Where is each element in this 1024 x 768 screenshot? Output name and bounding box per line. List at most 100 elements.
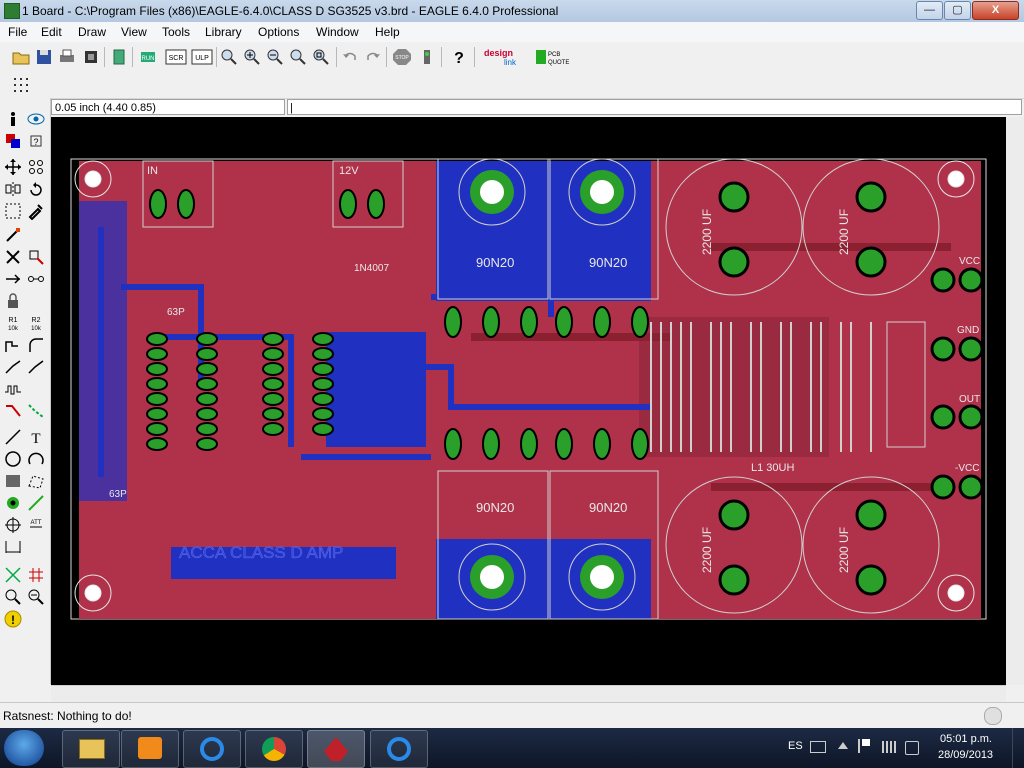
script-icon[interactable]: RUN [139,48,157,66]
taskbar-explorer-icon[interactable] [62,730,120,768]
circle-icon[interactable] [4,450,22,468]
menu-draw[interactable]: Draw [78,25,107,39]
scr-icon[interactable]: SCR [165,48,187,66]
change-icon[interactable] [27,202,45,220]
via-icon[interactable] [4,494,22,512]
wire-icon[interactable] [4,428,22,446]
show-desktop-button[interactable] [1012,728,1024,768]
info-icon[interactable] [4,110,22,128]
save-icon[interactable] [35,48,53,66]
ripup-icon[interactable] [27,402,45,420]
minimize-button[interactable]: — [916,1,943,20]
ratsnest-icon[interactable] [4,566,22,584]
stop-icon[interactable]: STOP [392,48,412,66]
pinswap-icon[interactable] [4,270,22,288]
polygon-icon[interactable] [27,472,45,490]
errors-icon[interactable]: ! [4,610,22,628]
menu-window[interactable]: Window [316,25,359,39]
status-indicator-icon[interactable] [984,707,1002,725]
text-icon[interactable]: T [27,428,45,446]
zoom-in-icon[interactable] [243,48,261,66]
horizontal-scrollbar[interactable] [51,685,1006,703]
taskbar-chrome-icon[interactable] [245,730,303,768]
group-icon[interactable] [4,202,22,220]
zoom-out-icon[interactable] [266,48,284,66]
ulp-icon[interactable]: ULP [191,48,213,66]
menu-edit[interactable]: Edit [41,25,62,39]
miter-icon[interactable] [27,336,45,354]
meander-icon[interactable] [4,380,22,398]
menu-help[interactable]: Help [375,25,400,39]
action-center-flag-icon[interactable] [858,739,870,753]
vertical-scrollbar[interactable] [1006,117,1024,685]
rect-icon[interactable] [4,472,22,490]
grid-icon[interactable] [12,76,30,94]
copy-icon[interactable] [27,158,45,176]
start-button[interactable] [4,730,44,766]
taskbar-ie-icon[interactable] [183,730,241,768]
lock-icon[interactable] [4,292,22,310]
bottom-traces [98,227,651,477]
help-icon[interactable]: ? [450,48,468,66]
zoom-fit-icon[interactable] [220,48,238,66]
board-icon[interactable] [110,48,128,66]
arc-icon[interactable] [27,450,45,468]
board-canvas[interactable]: IN 12V 1N4007 63P 63P 90N20 90N20 90N20 … [51,117,1006,685]
optimize-icon[interactable] [27,358,45,376]
zoom-redraw-icon[interactable] [289,48,307,66]
menu-file[interactable]: File [8,25,28,39]
network-icon[interactable] [882,741,896,753]
zoom-select-icon[interactable] [312,48,330,66]
signal-icon[interactable] [27,494,45,512]
route-icon[interactable] [4,402,22,420]
taskbar-eagle-icon[interactable] [307,730,365,768]
menu-options[interactable]: Options [258,25,300,39]
print-icon[interactable] [58,48,76,66]
command-input[interactable]: | [287,99,1022,115]
label-cap-1: 2200 UF [700,209,714,255]
menu-view[interactable]: View [121,25,147,39]
menu-library[interactable]: Library [205,25,242,39]
label-mosfet-1: 90N20 [476,255,514,270]
paste-icon[interactable] [4,226,22,244]
cam-icon[interactable] [82,48,100,66]
add-icon[interactable] [27,248,45,266]
eagle-app-icon[interactable] [4,3,20,19]
gateswap-icon[interactable] [27,270,45,288]
keyboard-icon[interactable] [810,741,826,753]
redo-icon[interactable] [364,48,382,66]
rotate-icon[interactable] [27,180,45,198]
volume-icon[interactable] [905,741,919,755]
go-icon[interactable] [418,48,436,66]
hole-icon[interactable] [4,516,22,534]
maximize-button[interactable]: ▢ [944,1,971,20]
mark-icon[interactable]: ? [27,132,45,150]
close-button[interactable]: X [972,1,1019,20]
attribute-icon[interactable]: ATT [27,516,45,534]
language-indicator[interactable]: ES [788,740,803,752]
move-icon[interactable] [4,158,22,176]
taskbar-ie2-icon[interactable] [370,730,428,768]
clock-time[interactable]: 05:01 p.m. [940,733,992,745]
undo-icon[interactable] [341,48,359,66]
menu-bar: File Edit Draw View Tools Library Option… [0,22,1024,43]
smash-icon[interactable] [4,336,22,354]
open-icon[interactable] [12,48,30,66]
show-hidden-icons-icon[interactable] [838,742,848,749]
mirror-icon[interactable] [4,180,22,198]
clock-date[interactable]: 28/09/2013 [938,749,994,761]
erc-icon[interactable] [4,588,22,606]
dimension-icon[interactable] [4,538,22,556]
show-icon[interactable] [27,110,45,128]
drc-icon[interactable] [27,588,45,606]
autorouter-icon[interactable] [27,566,45,584]
taskbar-media-player-icon[interactable] [121,730,179,768]
delete-icon[interactable] [4,248,22,266]
split-icon[interactable] [4,358,22,376]
display-layers-icon[interactable] [4,132,22,150]
menu-tools[interactable]: Tools [162,25,191,39]
